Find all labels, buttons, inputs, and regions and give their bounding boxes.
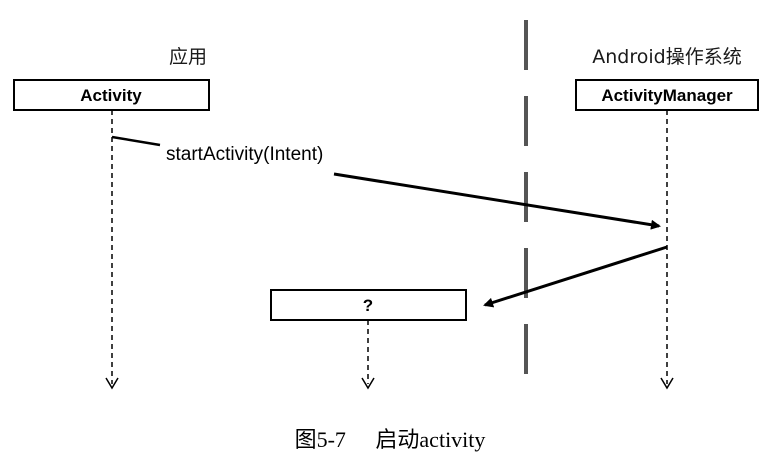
figure-caption: 图5-7 启动activity [295, 427, 486, 452]
unknown-target-lifeline-arrowhead [361, 377, 375, 390]
app-lane-title: 应用 [169, 46, 207, 68]
figure-title: 启动activity [375, 427, 485, 452]
start-activity-label: startActivity(Intent) [166, 144, 323, 165]
start-activity-lead-line [111, 135, 161, 147]
return-arrow [483, 245, 668, 308]
figure-number: 图5-7 [295, 427, 346, 452]
activity-box [13, 79, 210, 111]
activity-manager-box-label: ActivityManager [601, 86, 733, 105]
unknown-target-label: ? [363, 296, 373, 315]
os-lane-title: Android操作系统 [592, 46, 741, 68]
activity-manager-lifeline-arrowhead [660, 377, 674, 390]
activity-box-label: Activity [80, 86, 142, 105]
start-activity-arrow [333, 172, 661, 230]
activity-lifeline-arrowhead [105, 377, 119, 390]
